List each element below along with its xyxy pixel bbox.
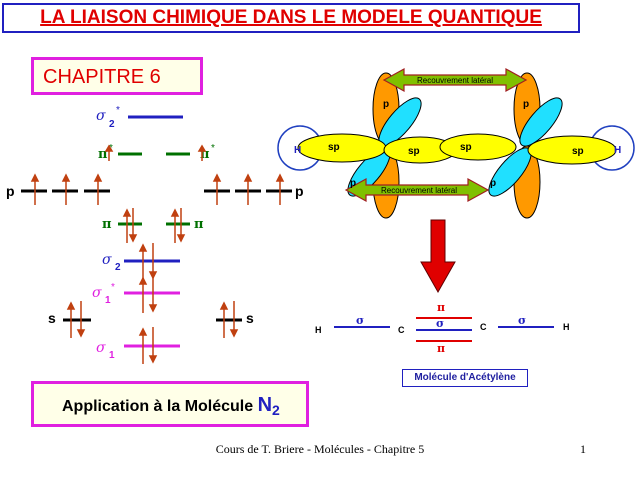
diagram-shape — [197, 144, 207, 152]
diagram-shape — [93, 173, 103, 182]
sp-label-4: sp — [572, 146, 584, 157]
diagram-shape — [148, 355, 158, 364]
mo-diagram: σ 2 * π * π * p p — [6, 105, 304, 364]
diagram-shape: σ — [96, 108, 106, 124]
h-label-right: H — [614, 145, 621, 156]
h-label-left: H — [294, 145, 301, 156]
diagram-shape — [243, 173, 253, 182]
label-sigma1: σ — [96, 340, 106, 356]
diagram-shape — [76, 329, 86, 338]
diagram-shape — [275, 173, 285, 182]
sup-pi-star-right: * — [211, 143, 215, 154]
acet-h-right: H — [563, 322, 570, 332]
label-pi-left: π — [102, 217, 112, 232]
diagram-shape — [148, 304, 158, 313]
acetylene-scheme: H C C H σ π σ π σ — [315, 301, 570, 355]
overlap-label-top: Recouvrement latéral — [417, 76, 493, 85]
p-label-4: p — [490, 178, 496, 189]
application-box: Application à la Molécule N2 — [31, 381, 309, 427]
sp-orbital-4 — [527, 135, 617, 165]
sub-sigma1-star: 1 — [105, 295, 111, 306]
diagram-shape — [138, 327, 148, 336]
sub-sigma2-star: 2 — [109, 119, 115, 130]
diagram-shape — [66, 301, 76, 310]
sup-sigma2-star: * — [116, 105, 120, 116]
sp-label-3: sp — [460, 142, 472, 153]
p-orbital-right-tilt-a — [519, 97, 563, 147]
diagram-shape — [104, 144, 114, 152]
diagram-shape — [30, 173, 40, 182]
diagram-shape — [176, 234, 186, 243]
p-label-2: p — [523, 99, 529, 110]
diagram-shape — [61, 173, 71, 182]
diagram-shape: σ π σ π σ — [356, 301, 526, 355]
acet-h-left: H — [315, 325, 322, 335]
sp-label-2: sp — [408, 146, 420, 157]
label-s-right: s — [246, 310, 254, 326]
chapter-label: CHAPITRE 6 — [43, 66, 161, 88]
acet-pi-top: π — [437, 301, 445, 314]
pi-electron-arrows — [122, 208, 186, 243]
sup-sigma1-star: * — [111, 282, 115, 293]
label-s-left: s — [48, 310, 56, 326]
label-pi-star-left: π — [98, 147, 108, 162]
p-label-1: p — [383, 99, 389, 110]
acet-pi-bottom: π — [437, 342, 445, 355]
diagram-shape — [138, 243, 148, 252]
diagram-shape — [138, 243, 158, 280]
application-text: Application à la Molécule N2 — [62, 394, 280, 418]
label-p-left: p — [6, 183, 15, 199]
diagram-shape — [128, 234, 138, 243]
p-label-3: p — [350, 178, 356, 189]
label-p-right: p — [295, 183, 304, 199]
red-down-arrow — [420, 219, 456, 294]
title-box: LA LIAISON CHIMIQUE DANS LE MODELE QUANT… — [2, 3, 580, 33]
application-prefix: Application à la Molécule — [62, 398, 258, 415]
sub-sigma1: 1 — [109, 350, 115, 361]
label-sigma2-star: σ — [96, 108, 106, 124]
diagram-shape — [229, 329, 239, 338]
diagram-shape — [219, 301, 229, 310]
label-sigma2: σ — [102, 252, 112, 268]
overlap-label-bottom: Recouvrement latéral — [381, 186, 457, 195]
diagram-shape — [138, 276, 158, 313]
sp-label-1: sp — [328, 142, 340, 153]
orbital-labels: Recouvrement latéral Recouvrement latéra… — [294, 76, 621, 195]
label-pi-right: π — [194, 217, 204, 232]
application-subscript: 2 — [272, 402, 280, 418]
diagram-shape — [104, 144, 207, 161]
diagram-shape — [170, 208, 180, 217]
overlap-arrow-top — [382, 67, 528, 93]
label-pi-star-right: π — [200, 147, 210, 162]
chapter-box: CHAPITRE 6 — [31, 57, 203, 95]
orbital-figure — [277, 67, 635, 219]
label-sigma1-star: σ — [92, 285, 102, 301]
sub-sigma2: 2 — [115, 262, 121, 273]
diagram-shape — [122, 208, 132, 217]
page-number: 1 — [580, 442, 586, 456]
acet-sigma-right: σ — [518, 314, 526, 327]
acetylene-caption-box: Molécule d'Acétylène — [402, 369, 528, 387]
diagram-shape — [138, 327, 158, 364]
acet-sigma-left: σ — [356, 314, 364, 327]
p-electron-arrows — [30, 173, 285, 205]
application-molecule: N — [257, 394, 273, 416]
sp-orbital-1 — [297, 133, 387, 163]
diagram-shape: H C C H — [315, 322, 570, 335]
acet-sigma-center: σ — [436, 317, 444, 330]
sp-orbital-3 — [439, 133, 517, 161]
acet-c-left: C — [398, 325, 405, 335]
acetylene-caption: Molécule d'Acétylène — [414, 372, 516, 383]
diagram-shape — [148, 271, 158, 280]
overlap-arrow-bottom — [344, 177, 490, 203]
acet-c-right: C — [480, 322, 487, 332]
diagram-shape — [66, 301, 239, 338]
footer-text: Cours de T. Briere - Molécules - Chapitr… — [215, 442, 425, 456]
diagram-shape — [138, 276, 148, 285]
page-title: LA LIAISON CHIMIQUE DANS LE MODELE QUANT… — [40, 7, 542, 28]
diagram-shape — [212, 173, 222, 182]
